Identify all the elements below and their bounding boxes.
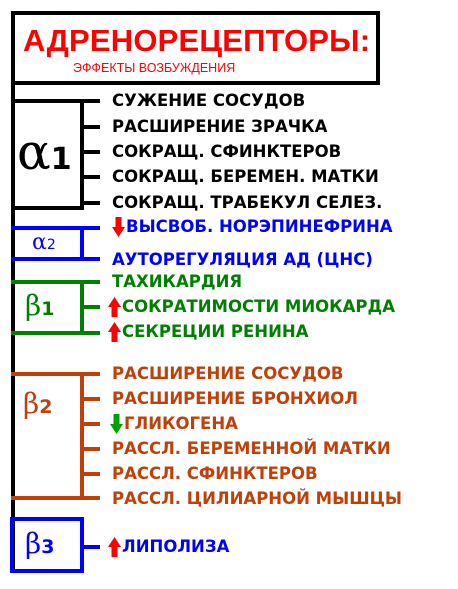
beta2-effect-ciliary-relaxation: РАССЛ. ЦИЛИАРНОЙ МЫШЦЫ: [112, 489, 402, 508]
beta2-effect-glycogen: ГЛИКОГЕНА: [110, 414, 238, 434]
alpha1-effect-spleen-trabeculae: СОКРАЩ. ТРАБЕКУЛ СЕЛЕЗ.: [112, 193, 383, 212]
beta2-effect-vasodilation: РАСШИРЕНИЕ СОСУДОВ: [112, 364, 344, 383]
alpha1-effect-vasoconstriction: СУЖЕНИЕ СОСУДОВ: [112, 91, 306, 110]
arrow-up-red-icon: [108, 322, 121, 342]
arrow-down-green-icon: [110, 414, 123, 434]
diagram-title: АДРЕНОРЕЦЕПТОРЫ:: [23, 23, 371, 58]
beta2-effect-uterus-relaxation: РАССЛ. БЕРЕМЕННОЙ МАТКИ: [112, 439, 391, 458]
beta1-effect-renin-secretion: СЕКРЕЦИИ РЕНИНА: [108, 322, 308, 342]
beta3-effect-lipolysis: ЛИПОЛИЗА: [108, 537, 229, 557]
alpha1-symbol: α1: [17, 123, 72, 181]
arrow-up-red-icon: [108, 537, 121, 557]
arrow-down-red-icon: [112, 217, 125, 237]
beta1-symbol: β1: [25, 289, 55, 322]
title-box: АДРЕНОРЕЦЕПТОРЫ: ЭФФЕКТЫ ВОЗБУЖДЕНИЯ: [11, 11, 380, 85]
alpha1-effect-uterus-contraction: СОКРАЩ. БЕРЕМЕН. МАТКИ: [112, 167, 379, 186]
alpha1-effect-mydriasis: РАСШИРЕНИЕ ЗРАЧКА: [112, 117, 328, 136]
alpha1-effect-sphincter-contraction: СОКРАЩ. СФИНКТЕРОВ: [112, 142, 342, 161]
beta2-effect-bronchodilation: РАСШИРЕНИЕ БРОНХИОЛ: [112, 389, 358, 408]
beta1-effect-tachycardia: ТАХИКАРДИЯ: [112, 272, 243, 291]
alpha2-symbol: α2: [32, 230, 56, 255]
beta1-effect-contractility: СОКРАТИМОСТИ МИОКАРДА: [108, 297, 395, 317]
diagram-subtitle: ЭФФЕКТЫ ВОЗБУЖДЕНИЯ: [73, 61, 236, 75]
beta2-symbol: β2: [23, 387, 53, 420]
beta3-symbol: β3: [25, 527, 55, 560]
beta2-effect-sphincter-relaxation: РАССЛ. СФИНКТЕРОВ: [112, 464, 318, 483]
arrow-up-red-icon: [108, 297, 121, 317]
alpha2-effect-norepinephrine-release: ВЫСВОБ. НОРЭПИНЕФРИНА: [112, 217, 393, 237]
alpha2-effect-bp-autoregulation: АУТОРЕГУЛЯЦИЯ АД (ЦНС): [112, 250, 373, 269]
